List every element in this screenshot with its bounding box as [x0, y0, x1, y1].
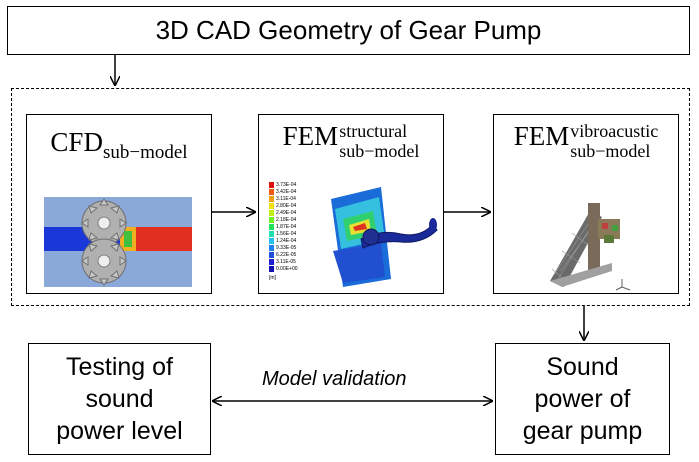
- submodel-group-frame: [11, 88, 690, 306]
- legend-value: 2.49E-04: [276, 209, 297, 216]
- sound-power-line-3: gear pump: [522, 417, 643, 445]
- legend-value: 3.11E-05: [276, 258, 296, 265]
- testing-sound-power-box: Testing of sound power level: [28, 343, 211, 455]
- legend-swatch: [269, 237, 274, 244]
- fem-structural-image: [331, 187, 438, 287]
- cfd-gear-image: [44, 197, 192, 287]
- legend-swatch: [269, 230, 274, 237]
- legend-entry: 2.80E-04: [269, 202, 329, 209]
- legend-value: 3.42E-04: [276, 188, 297, 195]
- testing-line-3: power level: [56, 417, 183, 445]
- sound-power-gear-pump-box: Sound power of gear pump: [495, 343, 670, 455]
- legend-value: 1.87E-04: [276, 223, 297, 230]
- legend-swatch: [269, 188, 274, 195]
- fem-structural-label-sup: structural: [339, 121, 408, 142]
- legend-entry: 2.18E-04: [269, 216, 329, 223]
- model-validation-label: Model validation: [262, 368, 407, 390]
- fem-structural-label-sub: sub−model: [339, 141, 420, 162]
- legend-value: 1.56E-04: [276, 230, 297, 237]
- legend-swatch: [269, 251, 274, 258]
- legend-swatch: [269, 258, 274, 265]
- legend-entry: 9.33E-05: [269, 244, 329, 251]
- legend-swatch: [269, 209, 274, 216]
- cfd-submodel-box: CFDsub−model: [26, 114, 212, 294]
- legend-entry: 0.00E+00: [269, 265, 329, 272]
- legend-value: 3.11E-04: [276, 195, 296, 202]
- sound-power-line-2: power of: [534, 385, 631, 413]
- fem-structural-label-main: FEM: [282, 121, 339, 151]
- legend-swatch: [269, 202, 274, 209]
- cad-geometry-box: 3D CAD Geometry of Gear Pump: [7, 6, 690, 55]
- legend-value: 6.22E-05: [276, 251, 297, 258]
- legend-entry: 6.22E-05: [269, 251, 329, 258]
- legend-value: 1.24E-04: [276, 237, 297, 244]
- legend-entry: 3.11E-05: [269, 258, 329, 265]
- legend-swatch: [269, 265, 274, 272]
- legend-value: 9.33E-05: [276, 244, 297, 251]
- fem-vibro-label-sub: sub−model: [570, 141, 651, 162]
- cfd-label-sub: sub−model: [102, 142, 188, 163]
- legend-swatch: [269, 216, 274, 223]
- legend-value: 3.73E-04: [276, 181, 297, 188]
- legend-entry: 3.11E-04: [269, 195, 329, 202]
- legend-value: 2.80E-04: [276, 202, 297, 209]
- legend-entry: 1.24E-04: [269, 237, 329, 244]
- legend-entry: 3.73E-04: [269, 181, 329, 188]
- sound-power-line-1: Sound: [546, 353, 619, 381]
- legend-swatch: [269, 244, 274, 251]
- legend-entry: 1.56E-04: [269, 230, 329, 237]
- legend-entry: 1.87E-04: [269, 223, 329, 230]
- legend-swatch: [269, 223, 274, 230]
- legend-value: 0.00E+00: [276, 265, 298, 272]
- testing-line-1: Testing of: [65, 353, 173, 381]
- legend-entry: 3.42E-04: [269, 188, 329, 195]
- cad-geometry-title: 3D CAD Geometry of Gear Pump: [155, 15, 542, 45]
- legend-unit: [m]: [269, 275, 276, 281]
- legend-entry: 2.49E-04: [269, 209, 329, 216]
- fem-vibro-label-sup: vibroacustic: [570, 121, 659, 142]
- fem-vibroacoustic-image: [550, 203, 631, 291]
- testing-line-2: sound: [85, 385, 154, 413]
- cfd-label-main: CFD: [50, 127, 103, 157]
- legend-swatch: [269, 181, 274, 188]
- legend-value: 2.18E-04: [276, 216, 297, 223]
- fem-vibro-label-main: FEM: [513, 121, 570, 151]
- cfd-submodel-label: CFDsub−model: [27, 127, 211, 163]
- legend-swatch: [269, 195, 274, 202]
